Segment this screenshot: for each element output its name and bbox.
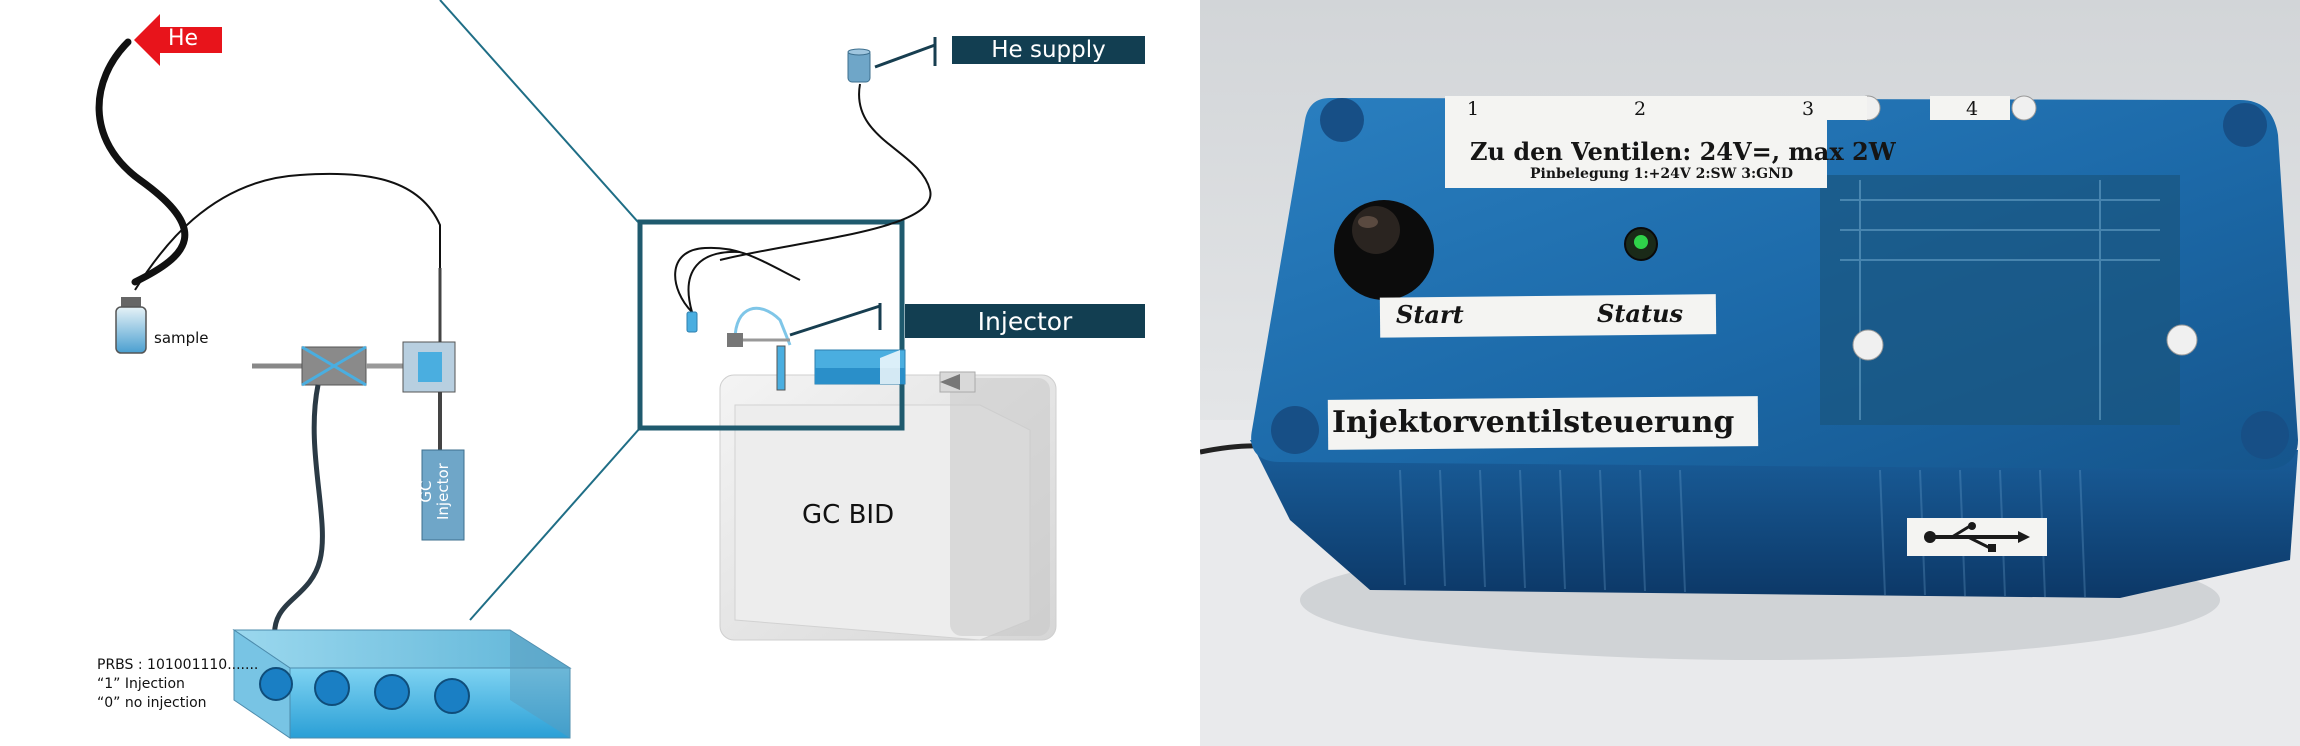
valve-control-line [272,384,325,668]
screw [1852,329,1884,361]
pin-number: 3 [1802,98,1815,120]
gc-injector-label: GC Injector [417,463,452,520]
status-led [1624,227,1658,261]
injection-valve [252,345,405,387]
valves-spec-text: Zu den Ventilen: 24V=, max 2W [1470,137,1896,166]
pinout-text: Pinbelegung 1:+24V 2:SW 3:GND [1530,166,1794,182]
schematic-diagram [95,0,1057,739]
valves-label-card [1445,96,1827,188]
prbs-legend: PRBS : 101001110....... “1” Injection “0… [97,656,258,713]
zoom-line-bottom [469,427,641,621]
tee-connector [402,268,456,450]
pin-number: 2 [1634,98,1647,120]
zoom-line-top [439,0,639,223]
he-supply-label: He supply [991,37,1106,63]
prbs-line: “0” no injection [97,695,207,711]
start-status-label-card [1379,294,1717,338]
he-arrow-label: He [168,26,199,51]
screw [2166,324,2198,356]
injector-detail [674,246,906,391]
sample-line [134,172,441,350]
device-name-label: Injektorventilsteuerung [1332,405,1735,440]
gc-bid-label: GC BID [802,500,895,530]
device-photo [1200,0,2300,746]
start-button[interactable] [1334,200,1434,300]
prbs-line: PRBS : 101001110....... [97,657,259,673]
enclosure-sides [1250,440,2298,598]
injector-tag: Injector [905,304,1145,338]
status-label: Status [1597,299,1684,328]
he-arrow [134,14,222,66]
he-tube [95,38,189,286]
screw [2011,95,2037,121]
circuit-board [1820,175,2180,425]
he-supply-tag: He supply [952,36,1145,64]
start-label: Start [1396,300,1464,329]
sample-vial [115,297,147,354]
pin-number: 1 [1467,98,1480,120]
prbs-controller-box [232,629,572,739]
he-supply-line [719,83,932,261]
injector-label: Injector [977,306,1073,336]
device-label-card [1327,396,1759,450]
usb-icon [1907,518,2047,556]
pin-number: 4 [1966,98,1979,120]
prbs-line: “1” Injection [97,676,185,692]
sample-label: sample [154,329,209,347]
gc-injector-block [421,449,465,541]
he-supply-cylinder [847,37,937,83]
gc-bid-oven [719,371,1057,641]
zoom-frame [637,219,905,431]
